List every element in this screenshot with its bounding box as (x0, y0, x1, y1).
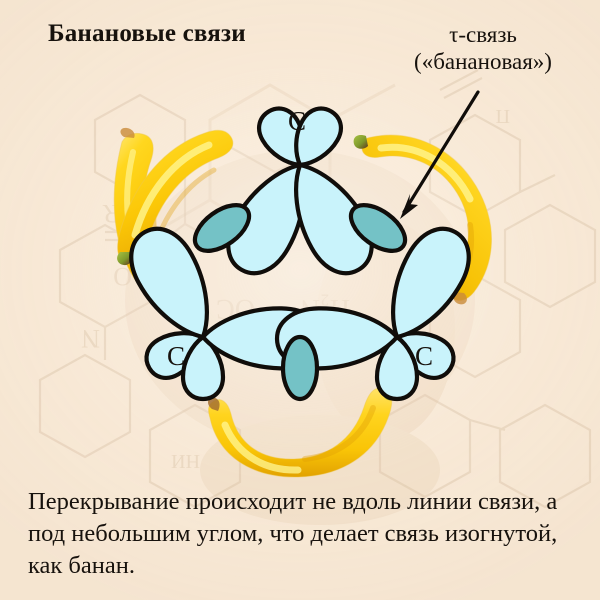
page-title: Банановые связи (48, 20, 246, 47)
tau-bond-annotation: τ-связь («банановая») (368, 22, 598, 76)
tau-annotation-line-1: τ-связь (449, 22, 517, 47)
explanatory-caption: Перекрывание происходит не вдоль линии с… (28, 488, 558, 579)
tau-annotation-line-2: («банановая») (414, 48, 552, 74)
arrow-pointing-down-left-icon (400, 90, 480, 219)
